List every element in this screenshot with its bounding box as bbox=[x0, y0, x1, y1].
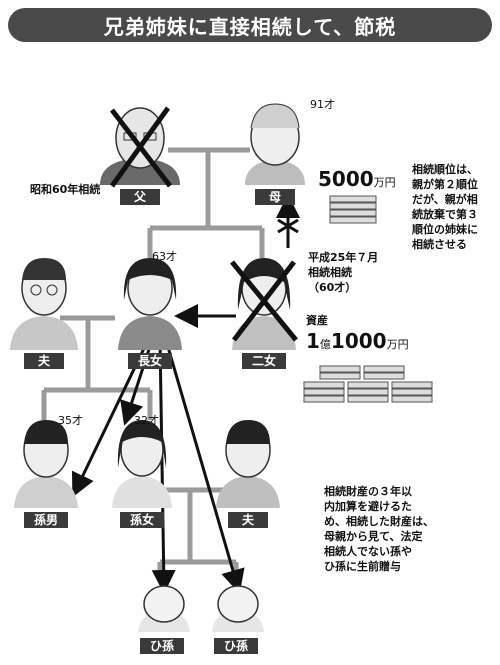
label-husband2: 夫 bbox=[228, 512, 268, 528]
granddaughter-portrait bbox=[112, 420, 172, 508]
label-father: 父 bbox=[120, 189, 160, 205]
tree-connectors bbox=[41, 147, 265, 582]
second-note: 平成25年７月 相続相続 （60才） bbox=[308, 250, 378, 295]
arrow-to-great1 bbox=[151, 339, 176, 594]
title-bar: 兄弟姉妹に直接相続して、節税 bbox=[8, 8, 492, 42]
assets-amount-unit: 万円 bbox=[386, 338, 409, 351]
second-note-line: 相続相続 bbox=[308, 266, 352, 279]
grandson-portrait bbox=[14, 420, 78, 508]
assets-amount-prefix: 1 bbox=[306, 329, 320, 353]
second-note-line: 平成25年７月 bbox=[308, 251, 379, 264]
label-great1: ひ孫 bbox=[140, 638, 184, 654]
gift-note: 相続財産の３年以 内加算を避けるた め、相続した財産は、 母親から見て、法定 相… bbox=[324, 484, 434, 574]
mother-portrait bbox=[245, 103, 305, 185]
arrow-to-great2 bbox=[164, 339, 245, 594]
succession-line: 相続順位は、 bbox=[412, 163, 478, 176]
age-grandson: 35才 bbox=[58, 414, 83, 427]
age-granddaughter: 32才 bbox=[134, 414, 159, 427]
mother-money-stacks bbox=[329, 195, 377, 224]
page-title: 兄弟姉妹に直接相続して、節税 bbox=[103, 14, 397, 39]
second-portrait bbox=[230, 258, 298, 350]
label-husband1: 夫 bbox=[24, 353, 64, 369]
gift-note-line: め、相続した財産は、 bbox=[324, 515, 434, 528]
gift-note-line: 内加算を避けるた bbox=[324, 500, 412, 513]
label-eldest: 長女 bbox=[128, 353, 172, 369]
husband1-portrait bbox=[10, 258, 78, 350]
gift-note-line: 相続財産の３年以 bbox=[324, 485, 412, 498]
husband2-portrait bbox=[216, 420, 280, 508]
renunciation-mark bbox=[277, 218, 299, 234]
father-note: 昭和60年相続 bbox=[30, 183, 101, 196]
second-note-line: （60才） bbox=[308, 281, 357, 294]
great1-portrait bbox=[138, 585, 190, 632]
label-second: 二女 bbox=[242, 353, 286, 369]
succession-line: 親が第２順位 bbox=[412, 178, 478, 191]
succession-line: 順位の姉妹に bbox=[412, 223, 478, 236]
mother-amount-value: 5000 bbox=[318, 167, 374, 191]
assets-amount-oku: 億 bbox=[319, 338, 331, 351]
assets-label: 資産 bbox=[306, 314, 328, 327]
label-great2: ひ孫 bbox=[214, 638, 258, 654]
age-eldest: 63才 bbox=[152, 250, 177, 263]
eldest-portrait bbox=[118, 258, 182, 350]
gift-note-line: 母親から見て、法定 bbox=[324, 530, 423, 543]
succession-line: だが、親が相 bbox=[412, 193, 478, 206]
succession-line: 続放棄で第３ bbox=[412, 208, 478, 221]
mother-amount-unit: 万円 bbox=[373, 176, 396, 189]
age-mother: 91才 bbox=[310, 98, 335, 111]
succession-note: 相続順位は、 親が第２順位 だが、親が相 続放棄で第３ 順位の姉妹に 相続させる bbox=[412, 162, 478, 252]
gift-note-line: 相続人でない孫や bbox=[324, 545, 412, 558]
mother-amount: 5000万円 bbox=[318, 168, 396, 190]
label-mother: 母 bbox=[255, 189, 295, 205]
assets-amount: 1億1000万円 bbox=[306, 330, 409, 352]
label-grandson: 孫男 bbox=[24, 512, 68, 528]
label-granddaughter: 孫女 bbox=[120, 512, 164, 528]
gift-arrows bbox=[71, 194, 300, 594]
succession-line: 相続させる bbox=[412, 238, 467, 251]
father-portrait bbox=[100, 106, 180, 188]
great2-portrait bbox=[212, 585, 264, 632]
assets-money-stacks bbox=[303, 365, 433, 403]
gift-note-line: ひ孫に生前贈与 bbox=[324, 560, 401, 573]
assets-amount-value: 1000 bbox=[330, 329, 387, 353]
